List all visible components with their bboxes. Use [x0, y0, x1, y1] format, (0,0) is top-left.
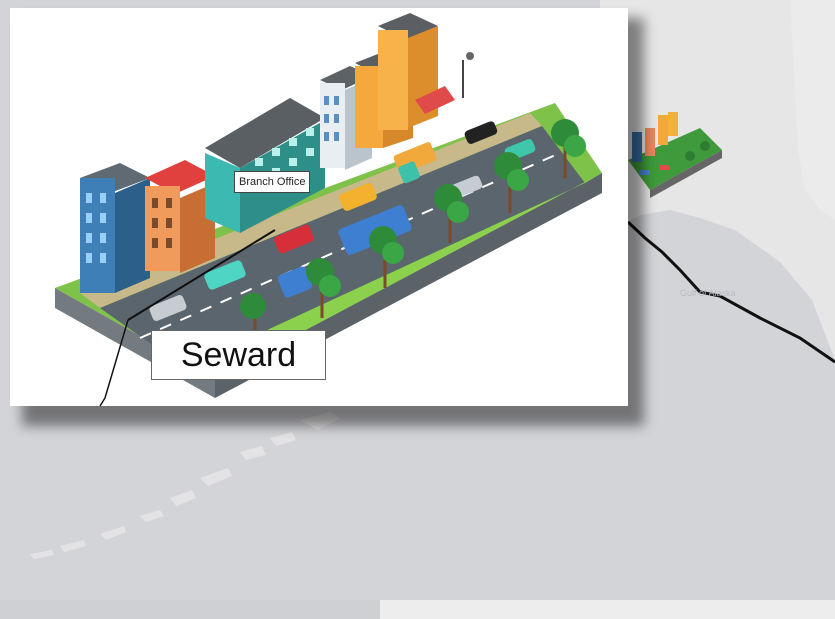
front-grass — [185, 173, 602, 378]
city-cluster-icon[interactable] — [628, 112, 722, 198]
street-lamp — [462, 52, 474, 98]
building-yellow — [355, 13, 455, 148]
building-blue — [80, 163, 150, 293]
building-red — [145, 160, 215, 273]
footer-strip-left — [0, 600, 380, 619]
city-illustration — [55, 13, 602, 406]
city-detail-inset[interactable]: Branch Office Seward — [10, 8, 628, 406]
vehicles — [149, 121, 536, 321]
seward-leader — [99, 319, 129, 406]
branch-office-leader — [127, 229, 276, 321]
aleutian-islands — [30, 412, 340, 559]
seward-callout[interactable]: Seward — [151, 330, 326, 380]
branch-office-callout[interactable]: Branch Office — [234, 171, 311, 193]
landmass-alaska — [600, 0, 835, 360]
route-line — [626, 220, 835, 364]
gulf-of-alaska-label: Gulf of Alaska — [680, 288, 736, 298]
trees — [240, 119, 586, 348]
landmass-coast-right — [790, 0, 835, 220]
city-label: Seward — [180, 336, 297, 374]
footer-strip-right — [380, 600, 835, 619]
branch-office-label: Branch Office — [239, 176, 306, 188]
